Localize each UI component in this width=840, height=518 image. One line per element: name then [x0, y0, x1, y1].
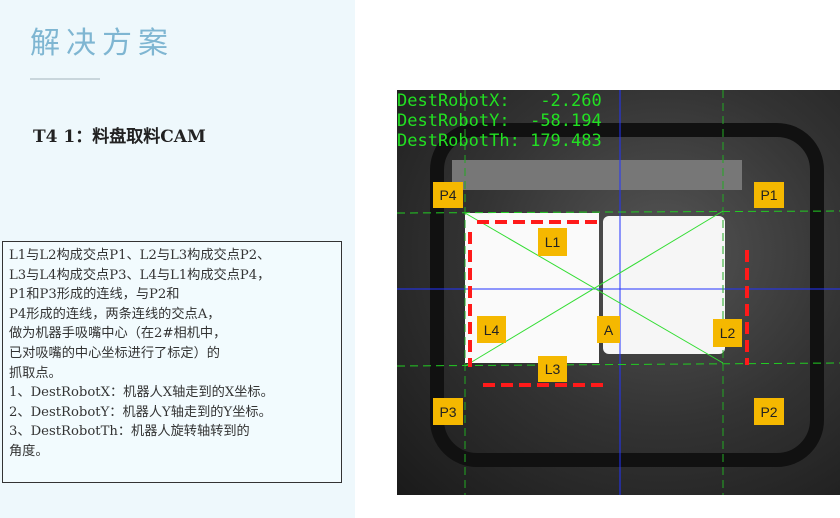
- description-line: 2、DestRobotY：机器人Y轴走到的Y坐标。: [9, 404, 272, 420]
- description-line: 已对吸嘴的中心坐标进行了标定）的: [9, 345, 220, 361]
- bottom-fit-line: [397, 362, 840, 367]
- readout-y-value: -58.194: [530, 111, 602, 131]
- readout-x-value: -2.260: [540, 91, 602, 111]
- label-p3: P3: [433, 398, 463, 425]
- label-a: A: [597, 316, 620, 343]
- description-line: L1与L2构成交点P1、L2与L3构成交点P2、: [9, 248, 271, 263]
- label-p4: P4: [433, 182, 463, 208]
- tray-pocket: [430, 123, 824, 467]
- chip-right: [603, 216, 725, 354]
- readout-th-value: 179.483: [530, 131, 602, 151]
- left-panel: 解决方案 T4 1：料盘取料CAM L1与L2构成交点P1、L2与L3构成交点P…: [0, 0, 355, 518]
- label-l2: L2: [713, 319, 742, 347]
- label-l3: L3: [538, 356, 567, 382]
- description-line: 3、DestRobotTh：机器人旋转轴转到的: [9, 424, 250, 440]
- description-line: L3与L4构成交点P3、L4与L1构成交点P4，: [9, 267, 271, 283]
- readout-y-label: DestRobotY:: [397, 111, 510, 131]
- camera-image: DestRobotX: -2.260 DestRobotY: -58.194 D…: [397, 90, 840, 495]
- description-line: 抓取点。: [9, 365, 62, 381]
- top-fit-line: [397, 210, 840, 214]
- page-title: 解决方案: [30, 26, 174, 61]
- diagonal-p1-p3: [464, 210, 724, 367]
- description-line: P4形成的连线，两条连线的交点A，: [9, 306, 221, 322]
- label-p1: P1: [754, 182, 784, 208]
- label-l1: L1: [538, 228, 567, 256]
- tray-tab: [452, 160, 742, 190]
- label-l4: L4: [477, 316, 506, 343]
- readout-th-label: DestRobotTh:: [397, 131, 520, 151]
- description-line: 1、DestRobotX：机器人X轴走到的X坐标。: [9, 385, 274, 401]
- section-subtitle: T4 1：料盘取料CAM: [33, 127, 206, 147]
- description-line: 角度。: [9, 443, 49, 459]
- readout-th: DestRobotTh: 179.483: [397, 131, 602, 151]
- description-line: 做为机器手吸嘴中心（在2#相机中，: [9, 326, 227, 342]
- title-divider: [30, 78, 100, 80]
- readout-x: DestRobotX: -2.260: [397, 91, 602, 111]
- description-line: P1和P3形成的连线，与P2和: [9, 287, 180, 303]
- readout-y: DestRobotY: -58.194: [397, 111, 602, 131]
- readout-x-label: DestRobotX:: [397, 91, 510, 111]
- label-p2: P2: [754, 398, 784, 425]
- description-box: L1与L2构成交点P1、L2与L3构成交点P2、 L3与L4构成交点P3、L4与…: [2, 241, 342, 483]
